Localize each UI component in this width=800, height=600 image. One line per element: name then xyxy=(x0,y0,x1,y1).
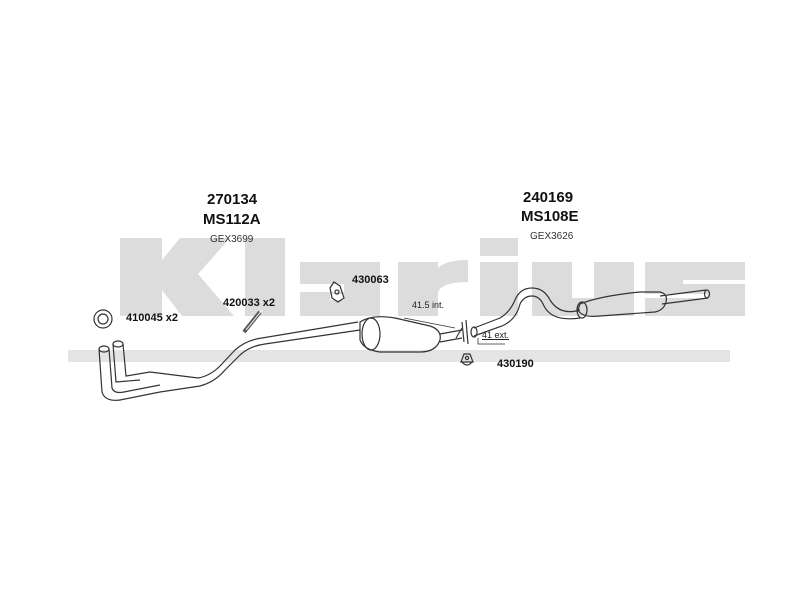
joint-external-note: 41 ext. xyxy=(482,330,510,340)
rear-section xyxy=(470,287,711,338)
gasket-label: 410045 x2 xyxy=(126,312,178,324)
group-1-ref: GEX3699 xyxy=(210,234,254,245)
joint-clamp xyxy=(455,319,469,345)
front-downpipe xyxy=(98,321,361,401)
group-2-ref: GEX3626 xyxy=(530,231,574,242)
group-2-part-number: 240169 xyxy=(523,189,574,206)
clamp-label: 420033 x2 xyxy=(223,297,275,309)
joint-internal-note: 41.5 int. xyxy=(412,300,445,310)
group-1-part-number: 270134 xyxy=(207,191,258,208)
front-silencer xyxy=(359,316,463,353)
spring-clamp xyxy=(242,309,263,334)
group-1-code: MS112A xyxy=(203,211,261,228)
group-2-code: MS108E xyxy=(521,208,579,225)
hanger-bracket-label: 430063 xyxy=(352,274,389,286)
rubber-mount-label: 430190 xyxy=(497,358,534,370)
rubber-mount xyxy=(460,353,474,366)
hanger-bracket xyxy=(329,281,345,303)
gasket-ring xyxy=(93,309,113,329)
